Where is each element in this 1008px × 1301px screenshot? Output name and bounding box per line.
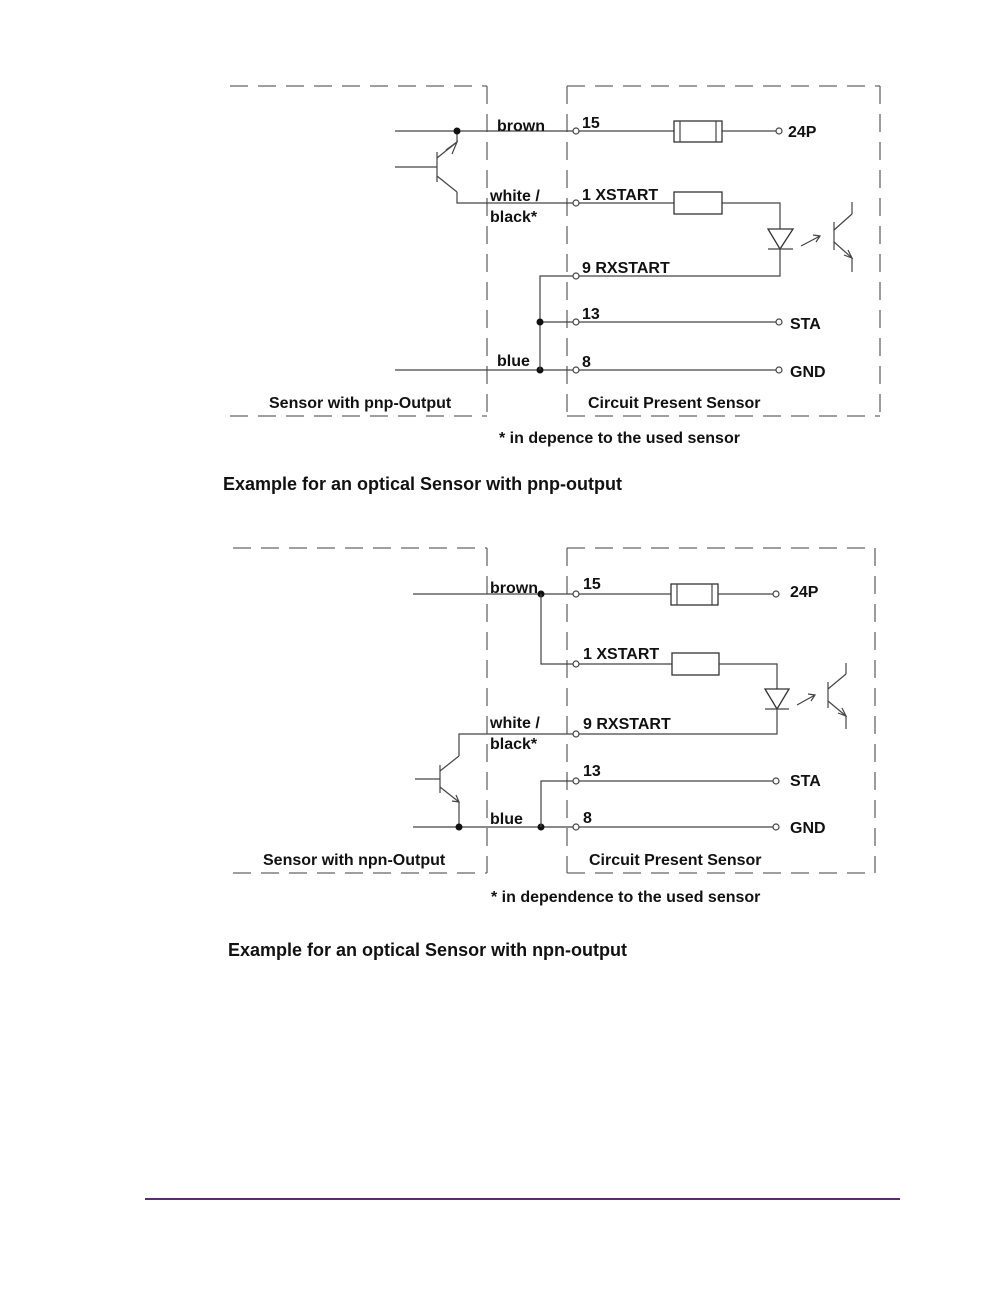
pin-label-13: 13 <box>582 306 600 323</box>
pin-label-13: 13 <box>583 763 601 780</box>
fuse-symbol <box>670 583 719 606</box>
terminal-9 <box>572 272 580 280</box>
light-emission-arrows-icon <box>800 234 822 247</box>
light-emission-arrows-icon <box>796 693 817 706</box>
terminal-gnd <box>775 366 783 374</box>
terminal-1 <box>572 199 580 207</box>
terminal-15 <box>572 127 580 135</box>
pnp-transistor-symbol <box>395 140 459 193</box>
wire-label-black: black* <box>490 209 538 226</box>
phototransistor-symbol <box>827 663 848 729</box>
wire-label-white: white / <box>489 188 540 205</box>
resistor-symbol <box>673 191 723 215</box>
pnp-diagram: brown white / black* blue 15 1 XSTART 9 … <box>223 85 881 494</box>
phototransistor-symbol <box>833 202 854 272</box>
terminal-24p <box>772 590 780 598</box>
output-label-sta: STA <box>790 316 821 333</box>
footnote: * in dependence to the used sensor <box>491 889 760 906</box>
led-symbol <box>766 228 795 251</box>
output-label-sta: STA <box>790 773 821 790</box>
junction-dot <box>455 823 463 831</box>
output-label-24p: 24P <box>788 124 817 141</box>
sensor-box-label: Sensor with pnp-Output <box>269 395 452 412</box>
figure-caption: Example for an optical Sensor with npn-o… <box>228 940 627 960</box>
pin-label-15: 15 <box>582 115 600 132</box>
figure-caption: Example for an optical Sensor with pnp-o… <box>223 474 622 494</box>
terminal-8 <box>572 366 580 374</box>
terminal-13 <box>572 777 580 785</box>
fuse-symbol <box>673 120 723 143</box>
terminal-15 <box>572 590 580 598</box>
circuit-box-npn <box>566 547 876 874</box>
led-symbol <box>763 688 791 711</box>
pin-label-8: 8 <box>583 810 592 827</box>
pin-label-9: 9 RXSTART <box>582 260 670 277</box>
terminal-9 <box>572 730 580 738</box>
terminal-13 <box>572 318 580 326</box>
wire-label-black: black* <box>490 736 538 753</box>
terminal-24p <box>775 127 783 135</box>
output-label-24p: 24P <box>790 584 819 601</box>
terminal-1 <box>572 660 580 668</box>
pin-label-15: 15 <box>583 576 601 593</box>
sensor-box-pnp <box>230 85 488 417</box>
terminal-8 <box>572 823 580 831</box>
npn-diagram: brown white / black* blue 15 1 XSTART 9 … <box>228 547 876 960</box>
terminal-sta <box>772 777 780 785</box>
terminal-gnd <box>772 823 780 831</box>
wire-label-brown: brown <box>490 580 538 597</box>
npn-transistor-symbol <box>415 755 460 803</box>
wire-label-brown: brown <box>497 118 545 135</box>
sensor-box-npn <box>233 547 488 874</box>
resistor-symbol <box>671 652 720 676</box>
pin-label-9: 9 RXSTART <box>583 716 671 733</box>
output-label-gnd: GND <box>790 820 826 837</box>
pin-label-1: 1 XSTART <box>582 187 658 204</box>
wire-label-blue: blue <box>490 811 523 828</box>
terminal-sta <box>775 318 783 326</box>
junction-dot <box>536 318 544 326</box>
wire-label-white: white / <box>489 715 540 732</box>
sensor-box-label: Sensor with npn-Output <box>263 852 446 869</box>
circuit-box-label: Circuit Present Sensor <box>589 852 762 869</box>
junction-dot <box>453 127 461 135</box>
footnote: * in depence to the used sensor <box>499 430 740 447</box>
wire-label-blue: blue <box>497 353 530 370</box>
output-label-gnd: GND <box>790 364 826 381</box>
circuit-box-pnp <box>566 85 881 417</box>
pin-label-8: 8 <box>582 354 591 371</box>
circuit-box-label: Circuit Present Sensor <box>588 395 761 412</box>
pin-label-1: 1 XSTART <box>583 646 659 663</box>
